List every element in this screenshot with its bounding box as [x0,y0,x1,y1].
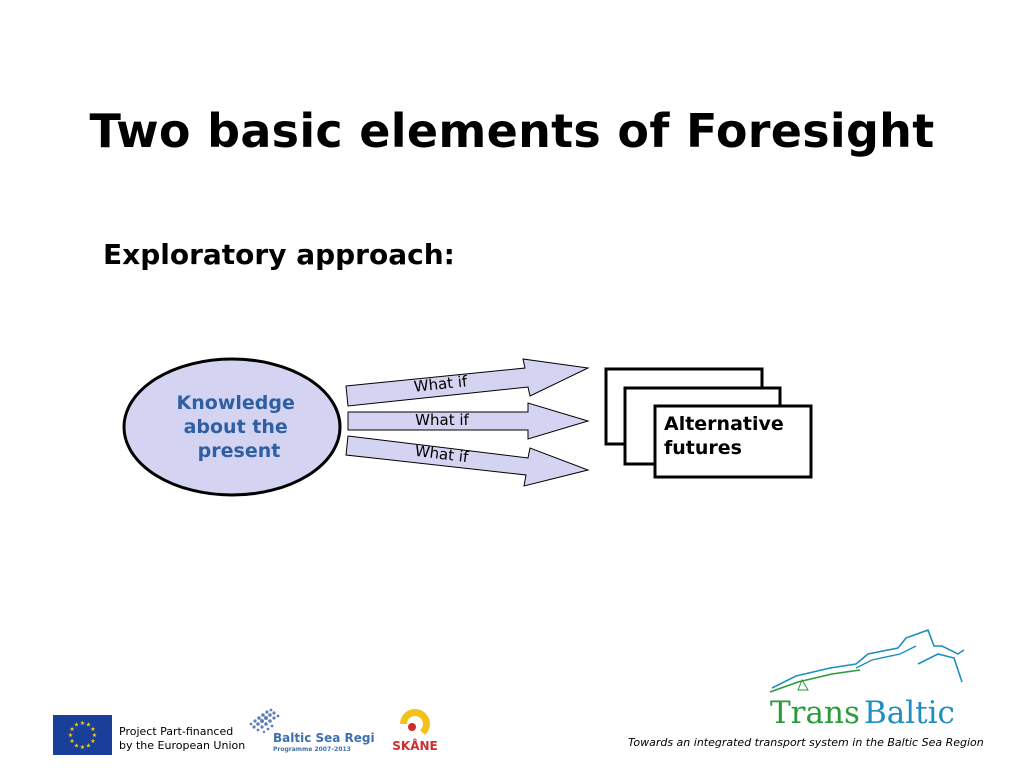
eu-funding-line-2: by the European Union [119,739,246,752]
eu-funding-line-1: Project Part-financed [119,725,234,738]
bsr-programme: Programme 2007–2013 [273,746,351,753]
knowledge-ellipse [122,357,342,497]
svg-text:★: ★ [69,738,74,745]
svg-text:★: ★ [68,732,73,739]
knowledge-line-2: about the [184,416,288,438]
future-box-front [653,404,813,479]
transbaltic-baltic: Baltic [864,695,955,728]
what-if-label-2: What if [415,411,469,429]
svg-text:★: ★ [80,720,85,727]
svg-text:★: ★ [69,726,74,733]
svg-text:★: ★ [74,742,79,749]
svg-text:★: ★ [90,738,95,745]
knowledge-line-1: Knowledge [177,392,295,414]
eu-funding-text: Project Part-financed by the European Un… [119,725,245,753]
footer-tagline: Towards an integrated transport system i… [628,736,984,749]
transbaltic-trans: Trans [770,695,860,728]
bsr-name: Baltic Sea Region [273,731,375,745]
slide-title: Two basic elements of Foresight [89,104,935,158]
svg-text:Knowledge about the pr: Knowledge about the present [177,392,302,462]
alternative-futures-line-1: Alternative [664,413,784,435]
svg-text:★: ★ [90,726,95,733]
transbaltic-logo: Trans Baltic [769,628,965,728]
baltic-sea-region-logo: Baltic Sea Region Programme 2007–2013 [249,708,375,753]
eu-flag-logo: ★ ★ ★ ★ ★ ★ ★ ★ ★ ★ ★ ★ [53,715,112,755]
region-skane-name: SKÅNE [392,738,437,753]
svg-text:★: ★ [74,722,79,729]
region-skane-logo: SKÅNE [392,709,438,753]
what-if-arrow-1: What if [345,358,590,407]
what-if-arrow-2: What if [347,402,590,440]
svg-text:★: ★ [86,742,91,749]
alternative-futures-line-2: futures [664,437,742,459]
slide-subtitle: Exploratory approach: [103,238,455,271]
knowledge-line-3: present [198,440,281,462]
svg-text:★: ★ [80,744,85,751]
what-if-arrow-3: What if [345,435,590,487]
what-if-label-1: What if [413,372,469,396]
svg-text:Alternative futures: Alternative futures [664,413,790,459]
svg-text:★: ★ [92,732,97,739]
svg-text:★: ★ [86,722,91,729]
